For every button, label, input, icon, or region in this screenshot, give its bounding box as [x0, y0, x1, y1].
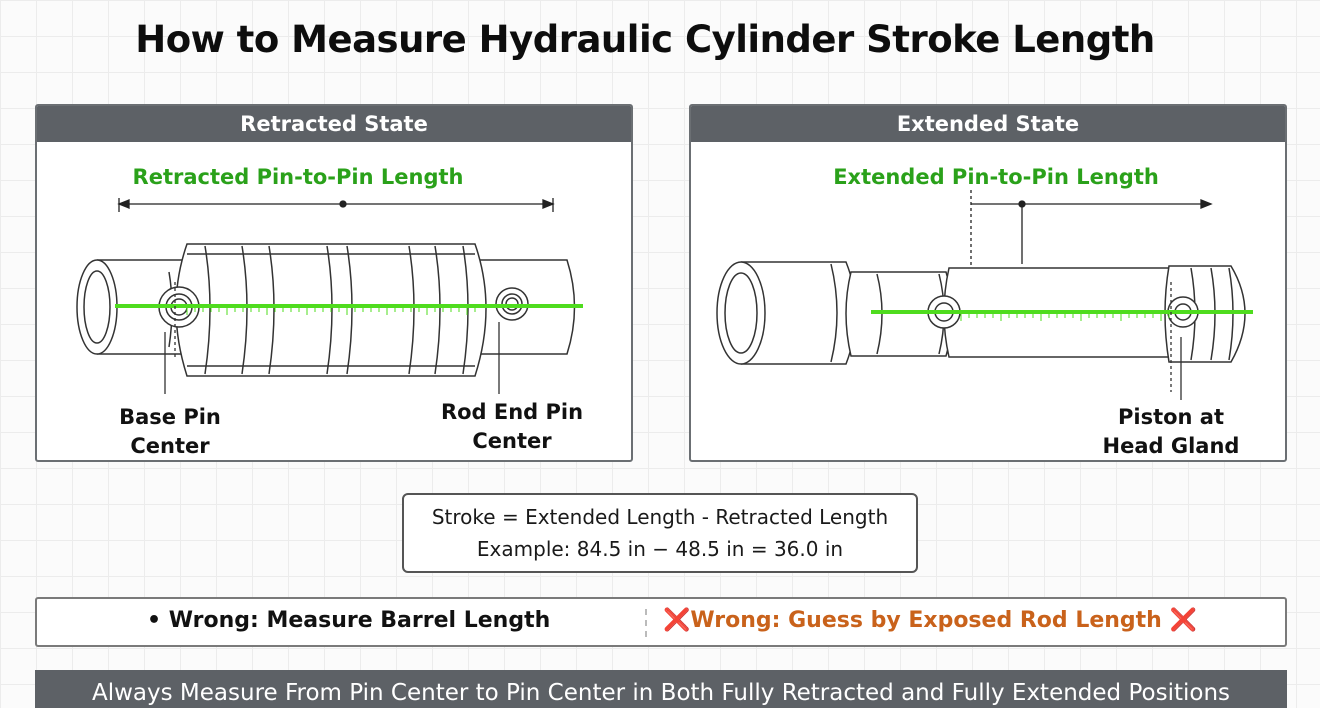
extended-base-cap [716, 261, 857, 365]
extended-pin-to-pin-label: Extended Pin-to-Pin Length [833, 165, 1159, 189]
extended-panel-header: Extended State [691, 106, 1285, 142]
base-pin-label-line1: Base Pin [119, 405, 221, 429]
wrong-methods-bar: • Wrong: Measure Barrel Length ❌Wrong: G… [35, 597, 1287, 647]
x-mark-icon: ❌ [663, 608, 691, 633]
extended-leader-lines [1170, 282, 1182, 400]
wrong-barrel-text: Wrong: Measure Barrel Length [168, 608, 551, 633]
stroke-formula-box: Stroke = Extended Length - Retracted Len… [402, 493, 918, 573]
wrong-divider [645, 609, 647, 637]
rod-end-pin-label-line2: Center [472, 429, 552, 453]
extended-cylinder-diagram: Extended Pin-to-Pin Length [716, 165, 1253, 458]
bullet-icon: • [147, 608, 162, 633]
page-title: How to Measure Hydraulic Cylinder Stroke… [135, 18, 1155, 61]
footer-banner: Always Measure From Pin Center to Pin Ce… [35, 670, 1287, 708]
piston-label-line1: Piston at [1118, 405, 1224, 429]
retracted-scale-ticks [186, 308, 476, 315]
x-mark-icon: ❌ [1169, 608, 1197, 633]
piston-label-line2: Head Gland [1103, 434, 1240, 458]
retracted-dimension-arrow [117, 198, 555, 212]
cylinder-barrel [168, 243, 487, 377]
wrong-barrel-item: • Wrong: Measure Barrel Length [147, 608, 550, 633]
retracted-cylinder-diagram: Retracted Pin-to-Pin Length [76, 165, 583, 458]
wrong-rod-item: ❌Wrong: Guess by Exposed Rod Length ❌ [663, 608, 1197, 633]
base-pin-label-line2: Center [130, 434, 210, 458]
extended-scale-ticks [960, 314, 1170, 321]
extended-panel: Extended State Extended Pin-to-Pin Lengt… [689, 104, 1287, 462]
rod-end-pin-label-line1: Rod End Pin [441, 400, 583, 424]
stroke-example: Example: 84.5 in − 48.5 in = 36.0 in [476, 537, 844, 561]
retracted-pin-to-pin-label: Retracted Pin-to-Pin Length [133, 165, 464, 189]
retracted-panel-header: Retracted State [37, 106, 631, 142]
retracted-panel: Retracted State Retracted Pin-to-Pin Len… [35, 104, 633, 462]
wrong-rod-text: Wrong: Guess by Exposed Rod Length [690, 608, 1162, 633]
retracted-leader-lines [164, 282, 500, 394]
stroke-formula: Stroke = Extended Length - Retracted Len… [431, 505, 889, 529]
